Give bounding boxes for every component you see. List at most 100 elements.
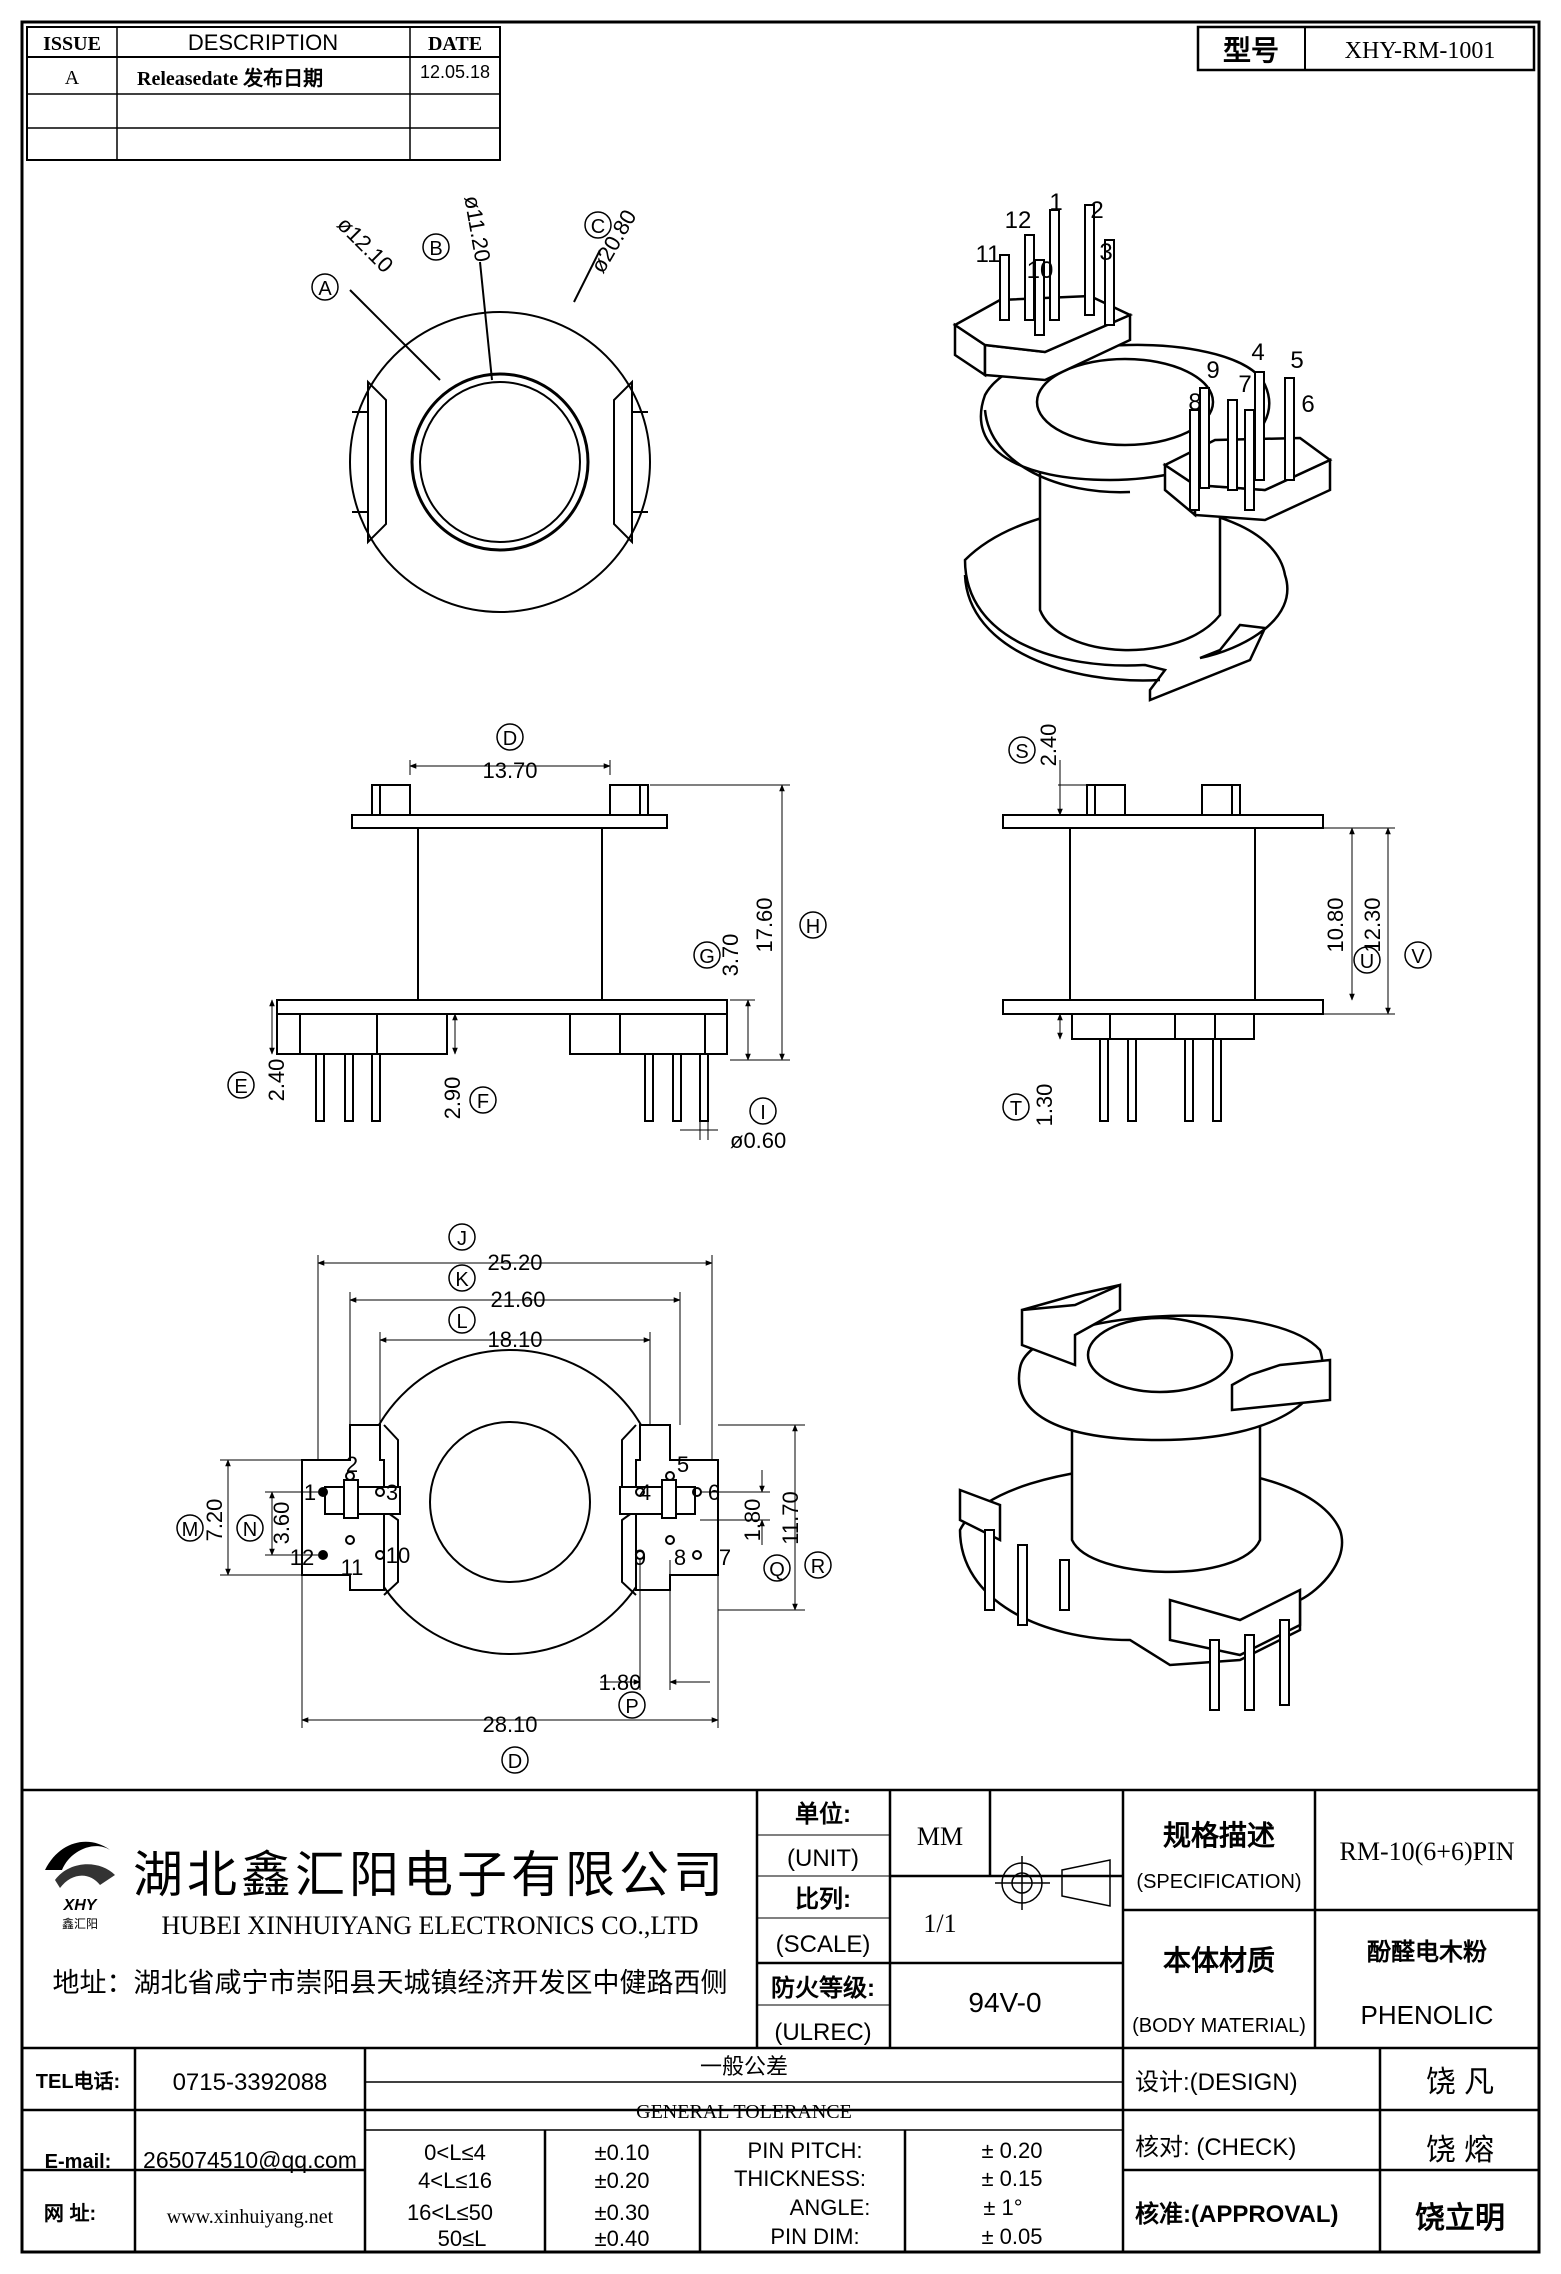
dim-A: ø12.10 (332, 212, 398, 278)
range-1: 0<L≤4 (424, 2140, 486, 2165)
model-box: 型号 XHY-RM-1001 (1196, 25, 1536, 72)
side-view (1002, 760, 1395, 1122)
scale-value: 1/1 (923, 1909, 956, 1938)
svg-text:U: U (1360, 951, 1374, 973)
item-3-label: ANGLE: (790, 2195, 871, 2220)
svg-text:9: 9 (634, 1545, 646, 1570)
svg-text:C: C (591, 216, 605, 238)
item-2-label: THICKNESS: (734, 2166, 866, 2191)
svg-text:2: 2 (346, 1452, 358, 1477)
design-label: 设计:(DESIGN) (1135, 2069, 1298, 2096)
svg-text:7: 7 (1238, 371, 1251, 398)
dim-I: ø0.60 (730, 1128, 786, 1153)
dim-marker-H (799, 911, 827, 939)
dim-marker-J (448, 1223, 476, 1251)
company-logo: XHY 鑫汇阳 (45, 1841, 115, 1931)
dim-G: 3.70 (718, 934, 743, 977)
range-4: 50≤L (438, 2226, 487, 2251)
tol-4: ±0.40 (595, 2226, 650, 2251)
bottom-pin-labels: 1 2 3 12 11 10 4 5 6 9 8 7 (290, 1452, 731, 1580)
dim-D2: 28.10 (482, 1712, 537, 1737)
item-3-value: ± 1° (983, 2195, 1022, 2220)
svg-text:R: R (811, 1556, 825, 1578)
dim-marker-T (1002, 1093, 1030, 1121)
dim-Q: 1.80 (740, 1499, 765, 1542)
svg-text:6: 6 (708, 1480, 720, 1505)
svg-text:8: 8 (1188, 389, 1201, 416)
dim-marker-G (693, 941, 721, 969)
dim-T: 1.30 (1032, 1084, 1057, 1127)
svg-text:4: 4 (1251, 339, 1264, 366)
svg-text:12: 12 (1005, 207, 1032, 234)
company-name-cn: 湖北鑫汇阳电子有限公司 (133, 1847, 727, 1903)
svg-text:Q: Q (769, 1559, 785, 1581)
dim-S: 2.40 (1036, 724, 1061, 767)
item-4-value: ± 0.05 (981, 2224, 1042, 2249)
unit-label-en: (UNIT) (787, 1845, 859, 1872)
dim-marker-V (1404, 941, 1432, 969)
dim-marker-D (496, 723, 524, 751)
material-value-en: PHENOLIC (1361, 2000, 1494, 2030)
web-value: www.xinhuiyang.net (167, 2206, 334, 2228)
range-2: 4<L≤16 (418, 2168, 492, 2193)
dim-marker-D2 (501, 1746, 529, 1774)
svg-text:L: L (456, 1311, 467, 1333)
model-value: XHY-RM-1001 (1345, 38, 1496, 64)
dim-V: 12.30 (1360, 897, 1385, 952)
issue-value: A (65, 67, 80, 89)
bottom-view (220, 1255, 805, 1728)
tolerance-block: 一般公差 GENERAL TOLERANCE 0<L≤4 4<L≤16 16<L… (407, 2054, 1043, 2251)
dim-marker-N (236, 1514, 264, 1542)
front-view-labels: D 13.70 17.60 H 3.70 G 2.40 E 2.90 F I ø… (227, 723, 827, 1153)
svg-text:2: 2 (1090, 197, 1103, 224)
svg-text:10: 10 (386, 1543, 410, 1568)
company-name-en: HUBEI XINHUIYANG ELECTRONICS CO.,LTD (161, 1911, 698, 1940)
revision-table: ISSUE DESCRIPTION DATE A Releasedate 发布日… (26, 26, 501, 161)
dim-U: 10.80 (1323, 897, 1348, 952)
dim-marker-F (469, 1086, 497, 1114)
dim-marker-Q (763, 1554, 791, 1582)
spec-label-cn: 规格描述 (1163, 1820, 1275, 1851)
top-view-labels: A ø12.10 B ø11.20 C ø20.80 (311, 194, 641, 301)
design-name: 饶 凡 (1426, 2066, 1494, 2099)
dim-marker-P (618, 1691, 646, 1719)
ulrec-label-cn: 防火等级: (771, 1974, 875, 2002)
dim-marker-I (749, 1097, 777, 1125)
svg-text:G: G (699, 946, 715, 968)
dim-marker-E (227, 1071, 255, 1099)
range-3: 16<L≤50 (407, 2200, 493, 2225)
svg-text:B: B (429, 238, 442, 260)
svg-text:A: A (318, 278, 332, 300)
svg-text:11: 11 (341, 1555, 364, 1580)
sheet-border (20, 20, 1541, 2254)
approval-name: 饶立明 (1415, 2201, 1505, 2235)
check-label: 核对: (CHECK) (1135, 2134, 1296, 2161)
dim-B: ø11.20 (459, 194, 495, 264)
dim-J: 25.20 (487, 1250, 542, 1275)
dim-E: 2.40 (264, 1059, 289, 1102)
svg-text:12: 12 (290, 1545, 314, 1570)
approval-block: 设计:(DESIGN) 饶 凡 核对: (CHECK) 饶 熔 核准:(APPR… (1135, 2066, 1505, 2235)
svg-text:3: 3 (386, 1480, 398, 1505)
bottom-view-labels: J 25.20 K 21.60 L 18.10 M 7.20 N 3.60 1.… (176, 1223, 832, 1774)
dim-D: 13.70 (482, 758, 537, 783)
unit-scale-rating: 单位: (UNIT) MM 比列: (SCALE) 1/1 防火等级: (ULR… (771, 1800, 1042, 2046)
approval-label: 核准:(APPROVAL) (1135, 2200, 1339, 2228)
dim-P: 1.80 (599, 1670, 642, 1695)
iso-pin-labels: 1 2 3 4 5 6 7 8 9 10 11 12 (976, 189, 1315, 418)
email-label: E-mail: (45, 2151, 112, 2173)
dim-marker-K (448, 1264, 476, 1292)
material-value-cn: 酚醛电木粉 (1367, 1939, 1487, 1966)
dim-L: 18.10 (487, 1327, 542, 1352)
dim-marker-L (448, 1306, 476, 1334)
logo-sub: 鑫汇阳 (62, 1916, 98, 1931)
tol-3: ±0.30 (595, 2200, 650, 2225)
svg-text:J: J (457, 1228, 467, 1250)
check-name: 饶 熔 (1426, 2134, 1494, 2167)
title-block (22, 1788, 1539, 2252)
dim-marker-S (1008, 736, 1036, 764)
svg-text:I: I (760, 1102, 766, 1124)
scale-label-cn: 比列: (795, 1886, 851, 1913)
svg-text:E: E (234, 1076, 247, 1098)
